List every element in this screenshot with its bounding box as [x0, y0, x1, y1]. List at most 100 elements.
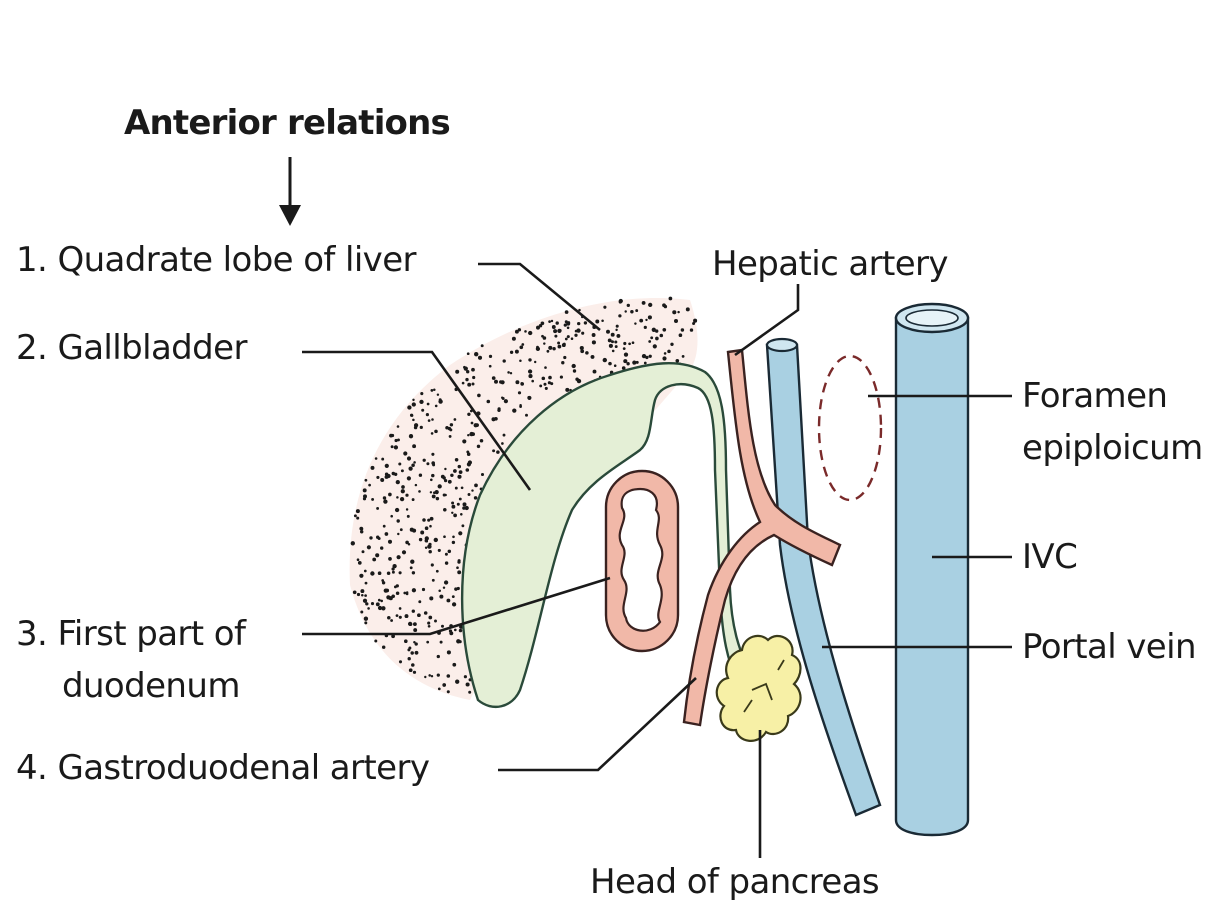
liver-stipple-dot [412, 498, 415, 501]
liver-stipple-dot [450, 423, 453, 426]
liver-stipple-dot [425, 539, 428, 542]
liver-stipple-dot [504, 399, 508, 403]
liver-stipple-dot [431, 461, 435, 465]
liver-stipple-dot [380, 478, 384, 482]
liver-stipple-dot [450, 474, 453, 477]
liver-stipple-dot [561, 361, 564, 364]
liver-stipple-dot [677, 311, 679, 313]
liver-stipple-dot [645, 319, 647, 321]
liver-stipple-dot [407, 476, 411, 480]
liver-stipple-dot [451, 505, 455, 509]
liver-stipple-dot [392, 571, 395, 574]
liver-stipple-dot [528, 369, 532, 373]
liver-stipple-dot [632, 341, 635, 344]
liver-stipple-dot [376, 602, 380, 606]
liver-stipple-dot [575, 378, 579, 382]
liver-stipple-dot [653, 344, 657, 348]
liver-stipple-dot [435, 405, 438, 408]
label-portal-vein: Portal vein [1022, 627, 1196, 667]
liver-stipple-dot [648, 340, 651, 343]
liver-stipple-dot [548, 376, 552, 380]
liver-stipple-dot [614, 340, 617, 343]
liver-stipple-dot [445, 426, 449, 430]
liver-stipple-dot [394, 445, 398, 449]
liver-stipple-dot [667, 350, 671, 354]
liver-stipple-dot [438, 549, 441, 552]
liver-stipple-dot [650, 336, 653, 339]
liver-stipple-dot [536, 347, 540, 351]
liver-stipple-dot [351, 541, 355, 545]
liver-stipple-dot [438, 484, 442, 488]
liver-stipple-dot [462, 439, 466, 443]
liver-stipple-dot [418, 490, 421, 493]
liver-stipple-dot [431, 432, 434, 435]
liver-stipple-dot [365, 479, 368, 482]
liver-stipple-dot [359, 527, 363, 531]
liver-stipple-dot [401, 469, 404, 472]
liver-stipple-dot [534, 361, 536, 363]
liver-stipple-dot [519, 405, 522, 408]
liver-stipple-dot [392, 564, 396, 568]
liver-stipple-dot [662, 356, 666, 360]
liver-stipple-dot [424, 676, 426, 678]
liver-stipple-dot [628, 342, 631, 345]
liver-stipple-dot [431, 474, 434, 477]
liver-stipple-dot [367, 607, 370, 610]
liver-stipple-dot [445, 561, 448, 564]
liver-stipple-dot [371, 466, 375, 470]
liver-stipple-dot [519, 360, 522, 363]
liver-stipple-dot [399, 571, 402, 574]
liver-stipple-dot [623, 342, 626, 345]
liver-stipple-dot [444, 580, 448, 584]
liver-stipple-dot [542, 377, 546, 381]
liver-stipple-dot [376, 476, 379, 479]
liver-stipple-dot [524, 330, 527, 333]
liver-stipple-dot [614, 364, 617, 367]
liver-stipple-dot [440, 641, 443, 644]
liver-stipple-dot [403, 592, 406, 595]
liver-stipple-dot [461, 486, 464, 489]
liver-stipple-dot [548, 320, 551, 323]
label-ivc: IVC [1022, 537, 1077, 577]
liver-stipple-dot [439, 595, 443, 599]
liver-stipple-dot [421, 409, 424, 412]
liver-stipple-dot [556, 321, 559, 324]
liver-stipple-dot [389, 434, 393, 438]
ivc [896, 304, 968, 835]
liver-stipple-dot [494, 417, 498, 421]
liver-stipple-dot [567, 327, 570, 330]
liver-stipple-dot [362, 550, 365, 553]
liver-stipple-dot [353, 590, 357, 594]
liver-stipple-dot [391, 445, 394, 448]
liver-stipple-dot [357, 558, 360, 561]
liver-stipple-dot [413, 628, 417, 632]
liver-stipple-dot [441, 625, 444, 628]
liver-stipple-dot [624, 310, 626, 312]
liver-stipple-dot [434, 620, 437, 623]
liver-stipple-dot [401, 485, 405, 489]
liver-stipple-dot [452, 602, 456, 606]
liver-stipple-dot [443, 535, 446, 538]
liver-stipple-dot [418, 600, 421, 603]
liver-stipple-dot [417, 613, 421, 617]
liver-stipple-dot [455, 458, 459, 462]
liver-stipple-dot [410, 528, 414, 532]
liver-stipple-dot [375, 457, 378, 460]
liver-stipple-dot [431, 563, 434, 566]
liver-stipple-dot [404, 639, 408, 643]
liver-stipple-dot [592, 333, 596, 337]
liver-stipple-dot [410, 651, 413, 654]
liver-stipple-dot [394, 439, 397, 442]
liver-stipple-dot [387, 572, 391, 576]
liver-stipple-dot [462, 506, 465, 509]
liver-stipple-dot [515, 330, 519, 334]
liver-stipple-dot [435, 490, 439, 494]
liver-stipple-dot [357, 593, 360, 596]
liver-stipple-dot [576, 328, 580, 332]
liver-stipple-dot [608, 362, 612, 366]
liver-stipple-dot [397, 555, 401, 559]
liver-stipple-dot [539, 324, 542, 327]
liver-stipple-dot [471, 489, 473, 491]
liver-stipple-dot [441, 475, 445, 479]
